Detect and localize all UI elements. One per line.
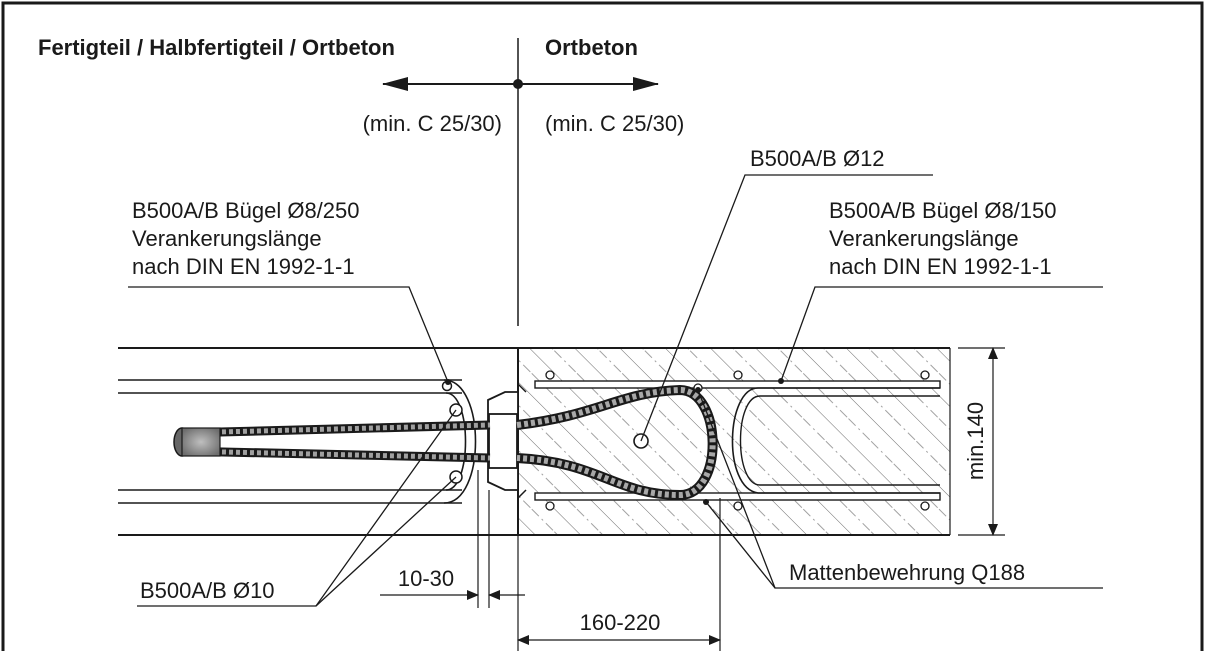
dimension-embed <box>517 498 721 651</box>
label-right-stirrup-2: Verankerungslänge <box>829 226 1019 251</box>
label-right-stirrup-1: B500A/B Bügel Ø8/150 <box>829 198 1057 223</box>
right-concrete-grade: (min. C 25/30) <box>545 111 684 136</box>
zone-divider <box>382 38 659 326</box>
left-stirrup <box>443 379 477 504</box>
callout-leaders <box>128 174 1103 607</box>
label-left-stirrup-2: Verankerungslänge <box>132 226 322 251</box>
label-right-stirrup-3: nach DIN EN 1992-1-1 <box>829 254 1052 279</box>
precast-slab <box>118 347 518 536</box>
dimension-gap <box>380 470 525 608</box>
left-zone-title: Fertigteil / Halbfertigteil / Ortbeton <box>38 35 395 60</box>
dim-thickness-label: min.140 <box>963 402 988 480</box>
connector-box <box>487 383 527 499</box>
right-zone-title: Ortbeton <box>545 35 638 60</box>
dim-embed-label: 160-220 <box>580 610 661 635</box>
left-concrete-grade: (min. C 25/30) <box>363 111 502 136</box>
label-bar-d12: B500A/B Ø12 <box>750 146 885 171</box>
label-left-stirrup-3: nach DIN EN 1992-1-1 <box>132 254 355 279</box>
label-mesh: Mattenbewehrung Q188 <box>789 560 1025 585</box>
dim-gap-label: 10-30 <box>398 566 454 591</box>
wire-rope-loop <box>173 384 718 501</box>
right-stirrup <box>731 387 940 494</box>
label-bar-d10: B500A/B Ø10 <box>140 578 275 603</box>
dimension-thickness <box>958 347 1005 536</box>
label-left-stirrup-1: B500A/B Bügel Ø8/250 <box>132 198 360 223</box>
